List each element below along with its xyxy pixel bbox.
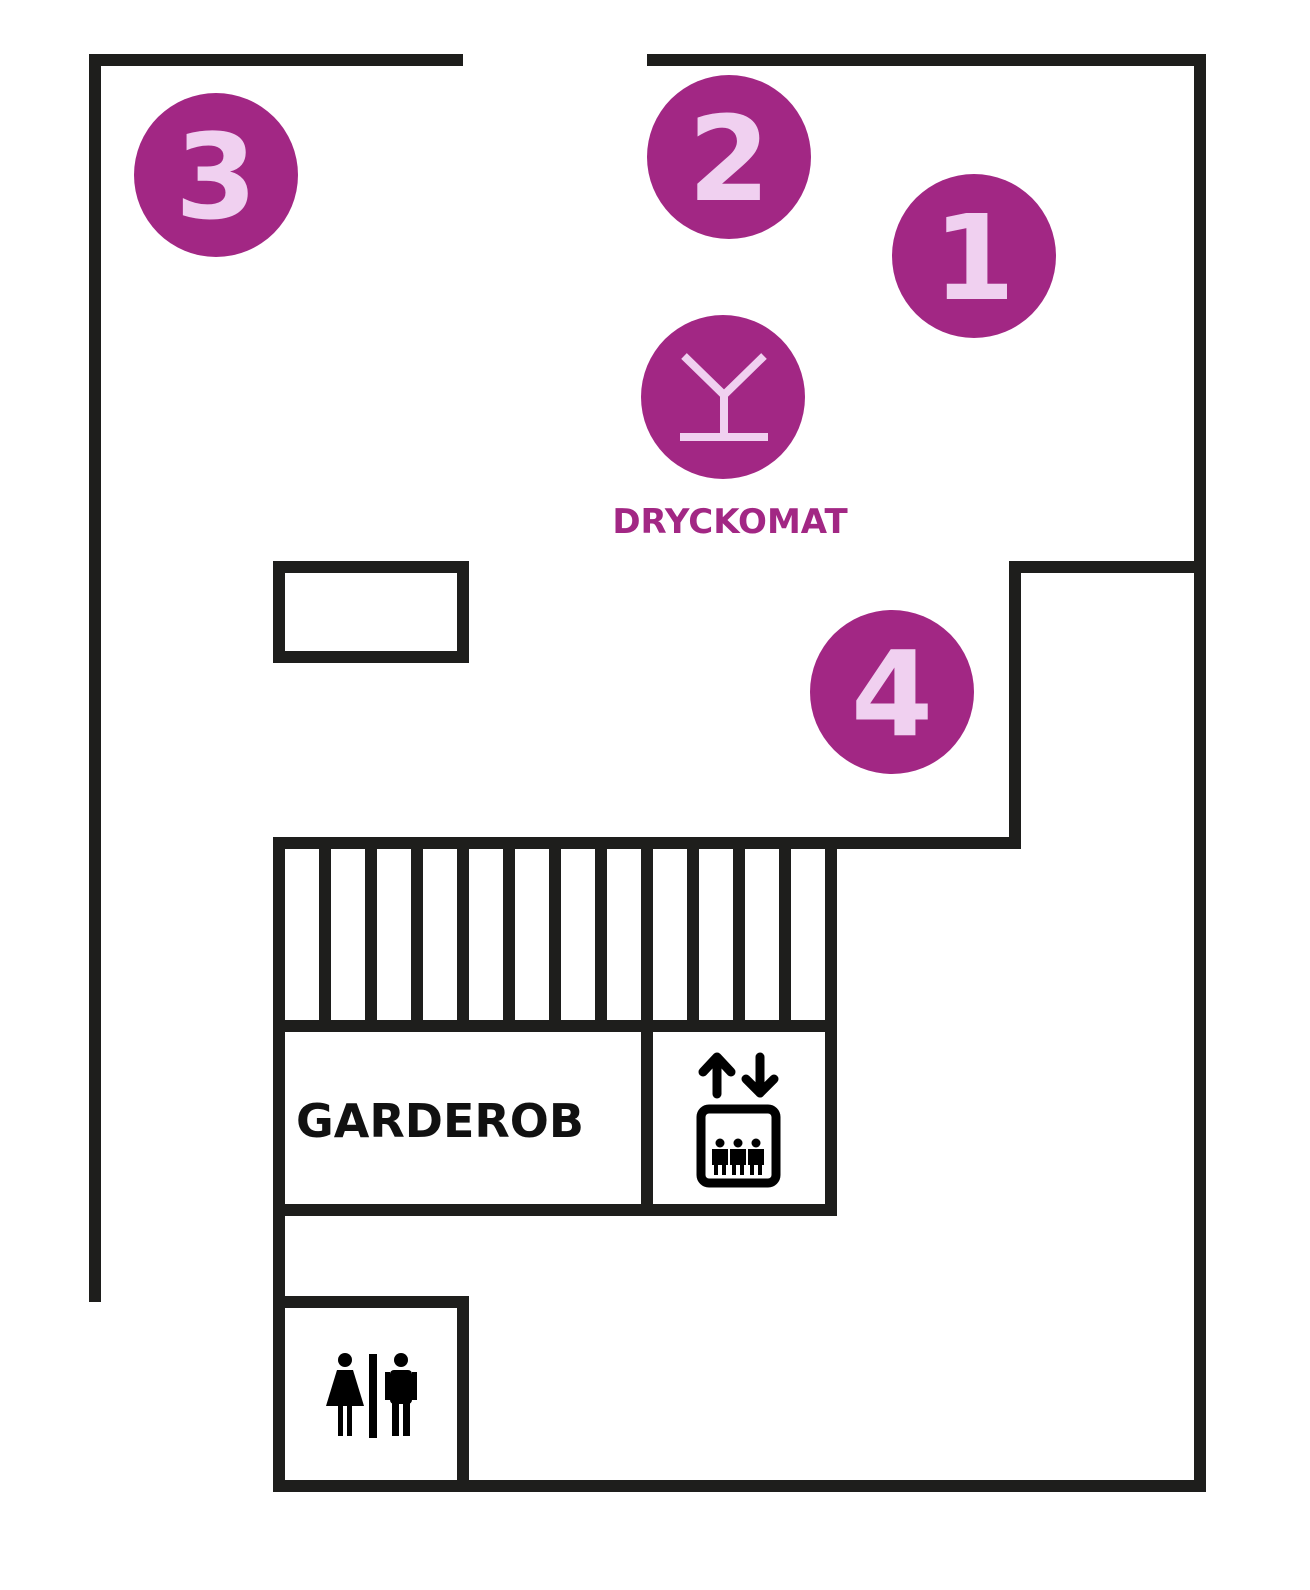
drink-machine[interactable]: DRYCKOMAT bbox=[612, 315, 848, 542]
marker-circle bbox=[647, 75, 811, 239]
marker-circle bbox=[134, 93, 298, 257]
walls bbox=[89, 54, 1206, 1492]
staircase bbox=[319, 837, 791, 1032]
marker-number: 2 bbox=[688, 90, 770, 228]
wall-left bbox=[89, 54, 463, 1302]
wall-outer-right bbox=[273, 54, 1206, 1492]
marker-circle bbox=[810, 610, 974, 774]
marker-4[interactable]: 4 bbox=[810, 610, 974, 774]
marker-number: 3 bbox=[175, 108, 257, 246]
marker-3[interactable]: 3 bbox=[134, 93, 298, 257]
marker-1[interactable]: 1 bbox=[892, 174, 1056, 338]
marker-number: 4 bbox=[851, 625, 933, 763]
counter-block bbox=[273, 561, 469, 663]
drink-machine-label: DRYCKOMAT bbox=[612, 502, 848, 542]
marker-number: 1 bbox=[933, 189, 1015, 327]
restroom-room bbox=[273, 1296, 469, 1492]
cocktail-glass-icon bbox=[680, 353, 768, 441]
restroom-icon[interactable] bbox=[326, 1353, 417, 1438]
wardrobe-label: GARDEROB bbox=[296, 1094, 584, 1148]
man-icon bbox=[385, 1353, 417, 1436]
woman-icon bbox=[326, 1353, 364, 1436]
elevator-icon[interactable] bbox=[696, 1052, 781, 1188]
wall-notch bbox=[273, 561, 1206, 1216]
marker-2[interactable]: 2 bbox=[647, 75, 811, 239]
marker-circle bbox=[892, 174, 1056, 338]
divider bbox=[369, 1354, 377, 1438]
